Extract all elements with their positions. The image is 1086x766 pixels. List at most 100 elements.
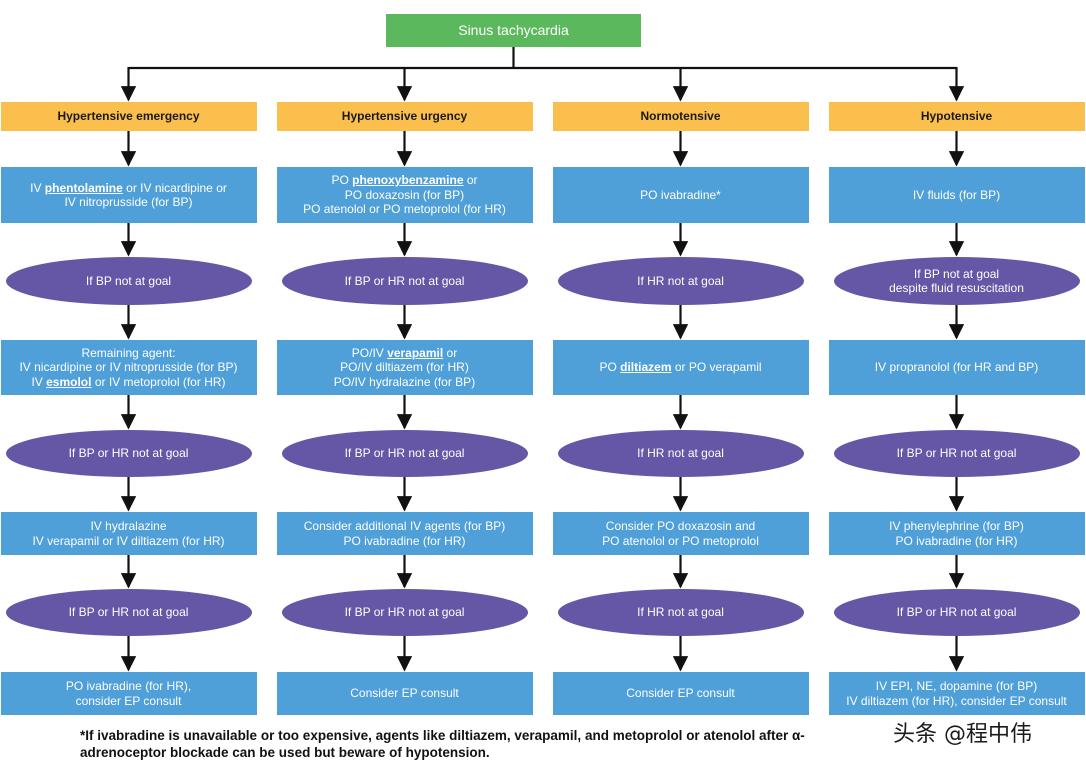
node-text-line: IV nicardipine or IV nitroprusside (for …	[19, 360, 237, 375]
node-text-segment: PO/IV	[351, 345, 388, 360]
node-text-line: PO phenoxybenzamine or	[331, 173, 477, 188]
node-text-segment: PO/IV hydralazine (for BP)	[333, 374, 476, 389]
node-text-line: IV fluids (for BP)	[913, 188, 1000, 203]
node-text-segment: PO ivabradine (for HR)	[895, 533, 1018, 548]
emphasized-drug-name: esmolol	[46, 374, 92, 389]
treatment-box: IV fluids (for BP)	[828, 167, 1085, 223]
category-header-label: Hypertensive urgency	[341, 109, 468, 124]
node-text-line: If BP or HR not at goal	[69, 446, 189, 461]
node-text-line: PO atenolol or PO metoprolol (for HR)	[303, 202, 506, 217]
node-text-segment: IV EPI, NE, dopamine (for BP)	[875, 679, 1038, 693]
node-text-segment: IV verapamil or IV diltiazem (for HR)	[32, 533, 225, 548]
node-text-segment: PO	[331, 173, 353, 188]
root-label: Sinus tachycardia	[458, 22, 569, 39]
node-text-line: IV hydralazine	[90, 519, 166, 534]
node-text-segment: PO atenolol or PO metoprolol (for HR)	[303, 202, 506, 217]
node-text-line: IV verapamil or IV diltiazem (for HR)	[32, 534, 224, 549]
node-text-line: PO ivabradine*	[640, 188, 721, 203]
node-text-segment: IV phenylephrine (for BP)	[889, 519, 1024, 533]
node-text-line: If BP not at goal	[86, 274, 171, 289]
node-text-line: PO/IV hydralazine (for BP)	[334, 375, 475, 390]
node-text-segment: IV diltiazem (for HR), consider EP consu…	[846, 693, 1067, 708]
node-text-line: IV esmolol or IV metoprolol (for HR)	[31, 375, 225, 390]
decision-oval: If HR not at goal	[557, 257, 804, 305]
node-text-segment: IV	[30, 180, 45, 195]
node-text-segment: If BP or HR not at goal	[344, 605, 465, 620]
category-header-label: Normotensive	[640, 109, 721, 124]
node-text-segment: IV hydralazine	[90, 519, 167, 533]
node-text-segment: Consider EP consult	[350, 686, 459, 701]
treatment-box: PO ivabradine (for HR),consider EP consu…	[0, 672, 257, 715]
node-text-segment: If BP not at goal	[85, 273, 172, 288]
node-text-segment: PO/IV diltiazem (for HR)	[340, 360, 469, 375]
node-text-line: PO diltiazem or PO verapamil	[599, 360, 761, 375]
category-header: Hypotensive	[828, 102, 1085, 131]
node-text-segment: PO ivabradine (for HR),	[65, 679, 192, 693]
node-text-line: IV propranolol (for HR and BP)	[875, 360, 1038, 375]
node-text-segment: or	[443, 345, 458, 360]
treatment-box: Consider additional IV agents (for BP)PO…	[276, 512, 533, 555]
decision-oval: If BP or HR not at goal	[281, 430, 528, 477]
decision-oval: If HR not at goal	[557, 430, 804, 477]
emphasized-drug-name: verapamil	[387, 345, 444, 360]
decision-oval: If BP not at goal	[5, 257, 252, 305]
node-text-segment: or IV metoprolol (for HR)	[91, 374, 226, 389]
node-text-segment: If HR not at goal	[637, 273, 724, 288]
node-text-segment: PO doxazosin (for BP)	[344, 187, 465, 202]
node-text-line: IV nitroprusside (for BP)	[64, 195, 192, 210]
node-text-line: Consider EP consult	[350, 686, 459, 701]
node-text-line: IV phenylephrine (for BP)	[889, 519, 1024, 534]
category-header-label: Hypotensive	[920, 109, 993, 124]
node-text-line: IV phentolamine or IV nicardipine or	[30, 181, 227, 196]
node-text-line: If BP or HR not at goal	[345, 274, 465, 289]
node-text-line: Remaining agent:	[81, 346, 175, 361]
node-text-line: despite fluid resuscitation	[889, 281, 1024, 296]
node-text-segment: Consider EP consult	[626, 686, 735, 701]
node-text-line: If BP or HR not at goal	[897, 605, 1017, 620]
node-text-segment: If BP or HR not at goal	[68, 446, 189, 461]
node-text-line: Consider additional IV agents (for BP)	[304, 519, 505, 534]
node-text-line: PO ivabradine (for HR)	[895, 534, 1017, 549]
node-text-segment: IV	[31, 374, 47, 389]
node-text-segment: PO ivabradine*	[640, 187, 721, 202]
node-text-line: Consider EP consult	[626, 686, 735, 701]
treatment-box: IV propranolol (for HR and BP)	[828, 340, 1085, 395]
node-text-segment: IV fluids (for BP)	[912, 187, 1001, 202]
node-text-line: If HR not at goal	[637, 446, 724, 461]
node-text-segment: PO	[599, 360, 621, 375]
node-text-segment: If BP or HR not at goal	[896, 605, 1017, 620]
node-text-segment: or	[463, 173, 478, 188]
treatment-box: IV EPI, NE, dopamine (for BP)IV diltiaze…	[828, 672, 1085, 715]
node-text-line: If BP not at goal	[914, 267, 999, 282]
decision-oval: If BP or HR not at goal	[281, 257, 528, 305]
node-text-segment: Remaining agent:	[81, 345, 176, 360]
node-text-segment: IV nitroprusside (for BP)	[64, 195, 193, 209]
node-text-segment: IV nicardipine or IV nitroprusside (for …	[19, 360, 238, 375]
node-text-line: If BP or HR not at goal	[345, 605, 465, 620]
emphasized-drug-name: diltiazem	[620, 360, 672, 375]
node-text-segment: Consider additional IV agents (for BP)	[303, 519, 506, 533]
node-text-line: PO/IV verapamil or	[352, 346, 457, 361]
decision-oval: If BP or HR not at goal	[5, 589, 252, 636]
node-text-line: PO ivabradine (for HR)	[343, 534, 465, 549]
node-text-segment: Consider PO doxazosin and	[605, 519, 756, 533]
node-text-segment: If BP or HR not at goal	[344, 446, 465, 461]
node-text-line: IV diltiazem (for HR), consider EP consu…	[846, 694, 1067, 709]
node-text-line: Consider PO doxazosin and	[606, 519, 755, 534]
treatment-box: Remaining agent:IV nicardipine or IV nit…	[0, 340, 257, 395]
decision-oval: If BP or HR not at goal	[5, 430, 252, 477]
treatment-box: IV phenylephrine (for BP)PO ivabradine (…	[828, 512, 1085, 555]
node-text-segment: or IV nicardipine or	[122, 180, 227, 195]
node-text-segment: If HR not at goal	[637, 605, 724, 620]
node-text-line: PO ivabradine (for HR),	[66, 679, 191, 694]
emphasized-drug-name: phenoxybenzamine	[352, 173, 464, 188]
node-text-segment: PO atenolol or PO metoprolol	[602, 533, 759, 548]
node-text-segment: PO ivabradine (for HR)	[343, 533, 466, 548]
node-text-segment: or PO verapamil	[671, 360, 762, 375]
decision-oval: If BP or HR not at goal	[833, 589, 1080, 636]
